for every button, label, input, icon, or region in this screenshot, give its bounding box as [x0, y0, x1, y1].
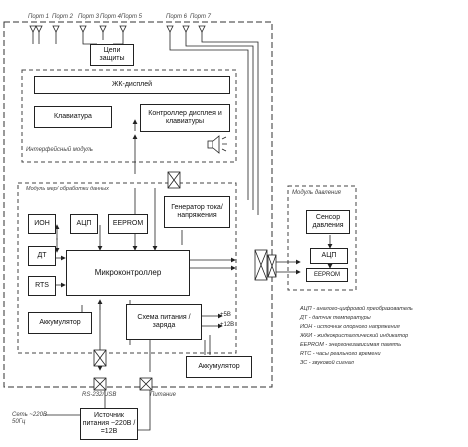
- legend-item: ДТ - датчик температуры: [300, 315, 371, 321]
- rs232-label: RS-232/USB: [82, 392, 117, 398]
- power-in-label: Питание: [150, 392, 176, 398]
- legend-item: EEPROM - энергонезависимая память: [300, 342, 402, 348]
- device-frame: [3, 21, 273, 388]
- rts-block: RTS: [28, 276, 56, 296]
- port-label-c: Порт 3: [78, 14, 100, 20]
- power-scheme-block: Схема питания / заряда: [126, 304, 202, 340]
- mcu-block: Микроконтроллер: [66, 250, 190, 296]
- port-label-d: Порт 4: [100, 14, 122, 20]
- dt-block: ДТ: [28, 246, 56, 266]
- legend-item: RTC - часы реального времени: [300, 351, 381, 357]
- port-label-b: Порт 2: [52, 14, 74, 20]
- module-eeprom-block: EEPROM: [306, 268, 348, 282]
- adc-block: АЦП: [70, 214, 98, 234]
- display-controller-block: Контроллер дисплея и клавиатуры: [140, 104, 230, 132]
- legend-item: АЦП - аналого-цифровой преобразователь: [300, 306, 413, 312]
- legend-item: ЗС - звуковой сигнал: [300, 360, 354, 366]
- measure-module-frame: [17, 182, 237, 354]
- mains-label: Сеть ~220В 50Гц: [12, 412, 47, 425]
- measure-module-label: Модуль мер/ обработки данных: [26, 186, 109, 192]
- port-label-g: Порт 7: [190, 14, 212, 20]
- output-5v: +5В: [220, 312, 231, 318]
- pressure-module-frame: [287, 185, 357, 291]
- interface-module-label: Интерфейсный модуль: [26, 147, 93, 153]
- legend-item: ЖКИ - жидкокристаллический индикатор: [300, 333, 409, 339]
- battery-inner-block: Аккумулятор: [28, 312, 92, 334]
- generator-block: Генератор тока/ напряжения: [164, 196, 230, 228]
- legend-item: ИОН - источник опорного напряжения: [300, 324, 400, 330]
- output-12v: +12В: [220, 322, 235, 328]
- speaker-icon: [207, 135, 227, 154]
- protection-circuit: Цепи защиты: [90, 44, 134, 66]
- pressure-sensor-block: Сенсор давления: [306, 210, 350, 234]
- interface-module-frame: [21, 69, 237, 163]
- keyboard-block: Клавиатура: [34, 106, 112, 128]
- port-label-e: Порт 5: [121, 14, 143, 20]
- ion-block: ИОН: [28, 214, 56, 234]
- top-connector-lines: [32, 32, 259, 215]
- connector-symbols: [93, 171, 277, 391]
- battery-outer-block: Аккумулятор: [186, 356, 252, 378]
- port-label-f: Порт 6: [166, 14, 188, 20]
- pressure-module-label: Модуль давления: [292, 190, 341, 196]
- top-connectors: [29, 25, 206, 33]
- abbreviation-legend: АЦП - аналого-цифровой преобразователь Д…: [300, 305, 465, 368]
- module-adc-block: АЦП: [310, 248, 348, 264]
- power-source-block: Источник питания ~220В / =12В: [80, 408, 138, 440]
- lcd-display: ЖК-дисплей: [34, 76, 230, 94]
- port-label-a: Порт 1: [28, 14, 50, 20]
- eeprom-block: EEPROM: [108, 214, 148, 234]
